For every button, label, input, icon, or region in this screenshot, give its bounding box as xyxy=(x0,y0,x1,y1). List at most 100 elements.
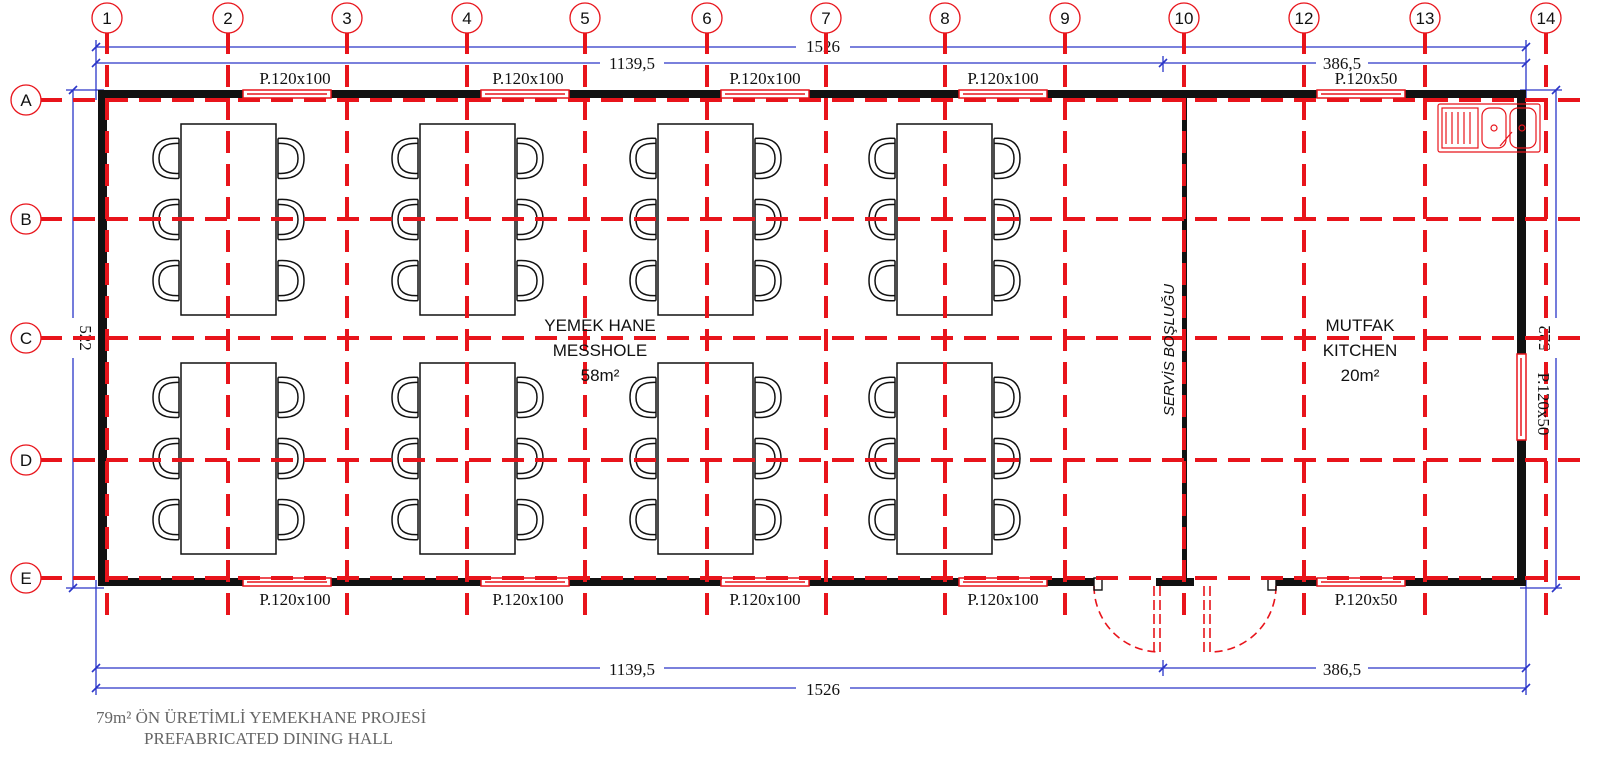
chair xyxy=(993,498,1021,541)
chair xyxy=(277,259,305,302)
chair xyxy=(152,259,180,302)
grid-bubble-column: 10 xyxy=(1168,2,1200,34)
chair xyxy=(391,137,419,180)
grid-label-column: 14 xyxy=(1537,9,1556,28)
grid-label-column: 5 xyxy=(580,9,589,28)
chair xyxy=(277,137,305,180)
chair xyxy=(152,376,180,419)
window-label: P.120x50 xyxy=(1534,373,1553,436)
grid-bubble-column: 4 xyxy=(451,2,483,34)
chair xyxy=(868,137,896,180)
dimension-labels: 1526 1139,5 386,5 1139,5 386,5 1526 522 … xyxy=(65,37,1565,699)
room-labels: YEMEK HANE MESSHOLE 58m² MUTFAK KITCHEN … xyxy=(544,284,1397,416)
room-name-kitchen: MUTFAK xyxy=(1326,316,1396,335)
chair xyxy=(516,259,544,302)
grid-bubble-row: B xyxy=(10,203,42,235)
grid-bubble-column: 14 xyxy=(1530,2,1562,34)
grid-bubble-column: 3 xyxy=(331,2,363,34)
service-gap-label: SERVİS BOŞLUĞU xyxy=(1161,284,1178,416)
entrance-door-right xyxy=(1203,585,1277,653)
chair xyxy=(152,137,180,180)
grid-bubble-column: 7 xyxy=(810,2,842,34)
chair xyxy=(277,376,305,419)
window-label: P.120x100 xyxy=(492,69,563,88)
grid-bubble-column: 2 xyxy=(212,2,244,34)
grid-label-column: 2 xyxy=(223,9,232,28)
grid-label-column: 1 xyxy=(102,9,111,28)
grid-label-row: D xyxy=(20,451,32,470)
grid-lines xyxy=(40,32,1590,620)
wall-bottom-middle xyxy=(1156,578,1194,586)
chair xyxy=(754,259,782,302)
grid-label-column: 7 xyxy=(821,9,830,28)
dimension-top-right: 386,5 xyxy=(1323,54,1361,73)
wall-right xyxy=(1517,90,1526,586)
chair xyxy=(516,498,544,541)
dimension-bottom-left: 1139,5 xyxy=(609,660,655,679)
window-label: P.120x100 xyxy=(967,590,1038,609)
wall-left xyxy=(98,90,107,586)
room-name-dining: YEMEK HANE xyxy=(544,316,655,335)
grid-bubble-row: C xyxy=(10,322,42,354)
grid-label-column: 4 xyxy=(462,9,471,28)
windows xyxy=(242,89,1527,587)
grid-label-column: 8 xyxy=(940,9,949,28)
chair xyxy=(629,376,657,419)
grid-bubble-column: 13 xyxy=(1409,2,1441,34)
grid-bubble-row: E xyxy=(10,562,42,594)
dimension-bottom-right: 386,5 xyxy=(1323,660,1361,679)
grid-label-row: E xyxy=(20,569,31,588)
chair xyxy=(754,498,782,541)
grid-bubble-column: 9 xyxy=(1049,2,1081,34)
grid-label-column: 12 xyxy=(1295,9,1314,28)
chair xyxy=(629,137,657,180)
room-area-dining: 58m² xyxy=(581,366,620,385)
drawing-caption: 79m² ÖN ÜRETİMLİ YEMEKHANE PROJESİ PREFA… xyxy=(96,707,426,749)
caption-title: 79m² ÖN ÜRETİMLİ YEMEKHANE PROJESİ xyxy=(96,708,427,727)
chair xyxy=(868,376,896,419)
window-label: P.120x100 xyxy=(967,69,1038,88)
grid-bubble-column: 12 xyxy=(1288,2,1320,34)
grid-label-column: 13 xyxy=(1416,9,1435,28)
grid-label-column: 3 xyxy=(342,9,351,28)
chair xyxy=(868,259,896,302)
chair xyxy=(391,376,419,419)
grid-bubble-row: A xyxy=(10,84,42,116)
dimension-bottom-total: 1526 xyxy=(806,680,840,699)
grid-label-column: 6 xyxy=(702,9,711,28)
chair xyxy=(754,376,782,419)
grid-bubble-row: D xyxy=(10,444,42,476)
chair xyxy=(391,259,419,302)
caption-subtitle: PREFABRICATED DINING HALL xyxy=(144,729,394,748)
grid-label-row: B xyxy=(20,210,31,229)
grid-label-row: A xyxy=(20,91,32,110)
window-label: P.120x50 xyxy=(1335,69,1398,88)
dimension-top-total: 1526 xyxy=(806,37,840,56)
entrance-door-left xyxy=(1093,585,1161,653)
chair xyxy=(993,259,1021,302)
chair xyxy=(391,498,419,541)
window-label: P.120x50 xyxy=(1335,590,1398,609)
grid-label-row: C xyxy=(20,329,32,348)
grid-bubble-column: 6 xyxy=(691,2,723,34)
dimension-ticks xyxy=(68,42,1561,693)
room-area-kitchen: 20m² xyxy=(1341,366,1380,385)
chair xyxy=(516,137,544,180)
chair xyxy=(993,376,1021,419)
chair xyxy=(629,259,657,302)
window-label: P.120x100 xyxy=(729,69,800,88)
room-name-dining-en: MESSHOLE xyxy=(553,341,647,360)
grid-label-column: 9 xyxy=(1060,9,1069,28)
chair xyxy=(516,437,544,480)
chair xyxy=(152,498,180,541)
chair xyxy=(277,498,305,541)
room-name-kitchen-en: KITCHEN xyxy=(1323,341,1398,360)
grid-bubble-column: 5 xyxy=(569,2,601,34)
dining-table xyxy=(419,362,516,555)
wall-top xyxy=(98,90,1526,98)
chair xyxy=(868,498,896,541)
window-labels: P.120x100 P.120x100 P.120x100 P.120x100 … xyxy=(259,69,1553,609)
chair xyxy=(516,376,544,419)
